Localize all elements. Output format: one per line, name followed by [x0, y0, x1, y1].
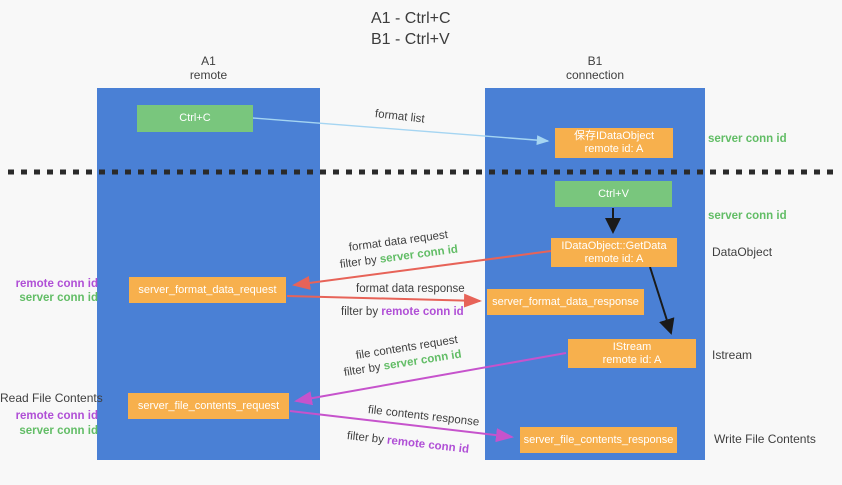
column-a1-id: A1 — [201, 54, 216, 68]
save-dataobject-line2: remote id: A — [584, 143, 644, 155]
istream-line2: remote id: A — [602, 353, 662, 366]
server-conn-id-right-mid: server conn id — [708, 210, 787, 222]
save-dataobject-line1: 保存IDataObject — [573, 130, 655, 142]
server-format-data-request-label: server_format_data_request — [138, 283, 277, 296]
column-header-a1: A1 remote — [97, 54, 320, 82]
getdata-line1: IDataObject::GetData — [561, 239, 667, 252]
format-data-response-label: format data response — [356, 283, 465, 295]
format-data-response-filter: filter by remote conn id — [341, 306, 464, 318]
istream-line1: IStream — [612, 340, 652, 353]
format-data-request-arrow — [292, 250, 552, 290]
remote-conn-id-left-1: remote conn id — [15, 278, 98, 290]
server-file-contents-request-label: server_file_contents_request — [137, 399, 280, 412]
getdata-line2: remote id: A — [584, 252, 644, 265]
server-file-contents-response-label: server_file_contents_response — [523, 433, 674, 446]
server-format-data-response-node: server_format_data_response — [487, 289, 644, 315]
getdata-node: IDataObject::GetData remote id: A — [551, 238, 677, 267]
save-dataobject-node: 保存IDataObject remote id: A — [555, 128, 673, 158]
server-format-data-response-label: server_format_data_response — [492, 295, 639, 308]
ctrl-v-key-node: Ctrl+V — [555, 181, 672, 207]
diagram-title: A1 - Ctrl+C B1 - Ctrl+V — [371, 8, 451, 50]
server-conn-id-left-2: server conn id — [19, 425, 98, 437]
title-line-2: B1 - Ctrl+V — [371, 31, 450, 48]
server-file-contents-response-node: server_file_contents_response — [520, 427, 677, 453]
format-list-arrow — [252, 117, 550, 146]
remote-conn-id-text: remote conn id — [381, 306, 464, 318]
server-conn-id-right-top: server conn id — [708, 133, 787, 145]
getdata-to-istream-arrow — [649, 266, 675, 335]
istream-node: IStream remote id: A — [568, 339, 696, 368]
file-contents-request-arrow — [294, 352, 567, 406]
ctrl-v-label: Ctrl+V — [598, 187, 629, 200]
filter-by-text: filter by — [341, 306, 379, 318]
column-b1-id: B1 — [587, 54, 603, 68]
write-file-contents-label: Write File Contents — [714, 432, 816, 446]
column-header-b1: B1 connection — [485, 54, 705, 82]
remote-conn-id-left-2: remote conn id — [15, 410, 98, 422]
server-conn-id-left-1: server conn id — [19, 292, 98, 304]
dataobject-side-label: DataObject — [712, 245, 773, 259]
title-line-1: A1 - Ctrl+C — [371, 10, 451, 27]
ctrl-c-label: Ctrl+C — [179, 112, 211, 124]
server-file-contents-request-node: server_file_contents_request — [128, 393, 289, 419]
read-file-contents-label: Read File Contents — [0, 391, 103, 405]
server-format-data-request-node: server_format_data_request — [129, 277, 286, 303]
column-a1-subtitle: remote — [189, 68, 228, 82]
istream-side-label: Istream — [712, 348, 753, 362]
file-contents-response-arrow — [289, 410, 514, 443]
column-b1-subtitle: connection — [565, 68, 625, 82]
format-data-response-arrow — [286, 293, 482, 308]
ctrl-c-key-node: Ctrl+C — [137, 105, 253, 132]
